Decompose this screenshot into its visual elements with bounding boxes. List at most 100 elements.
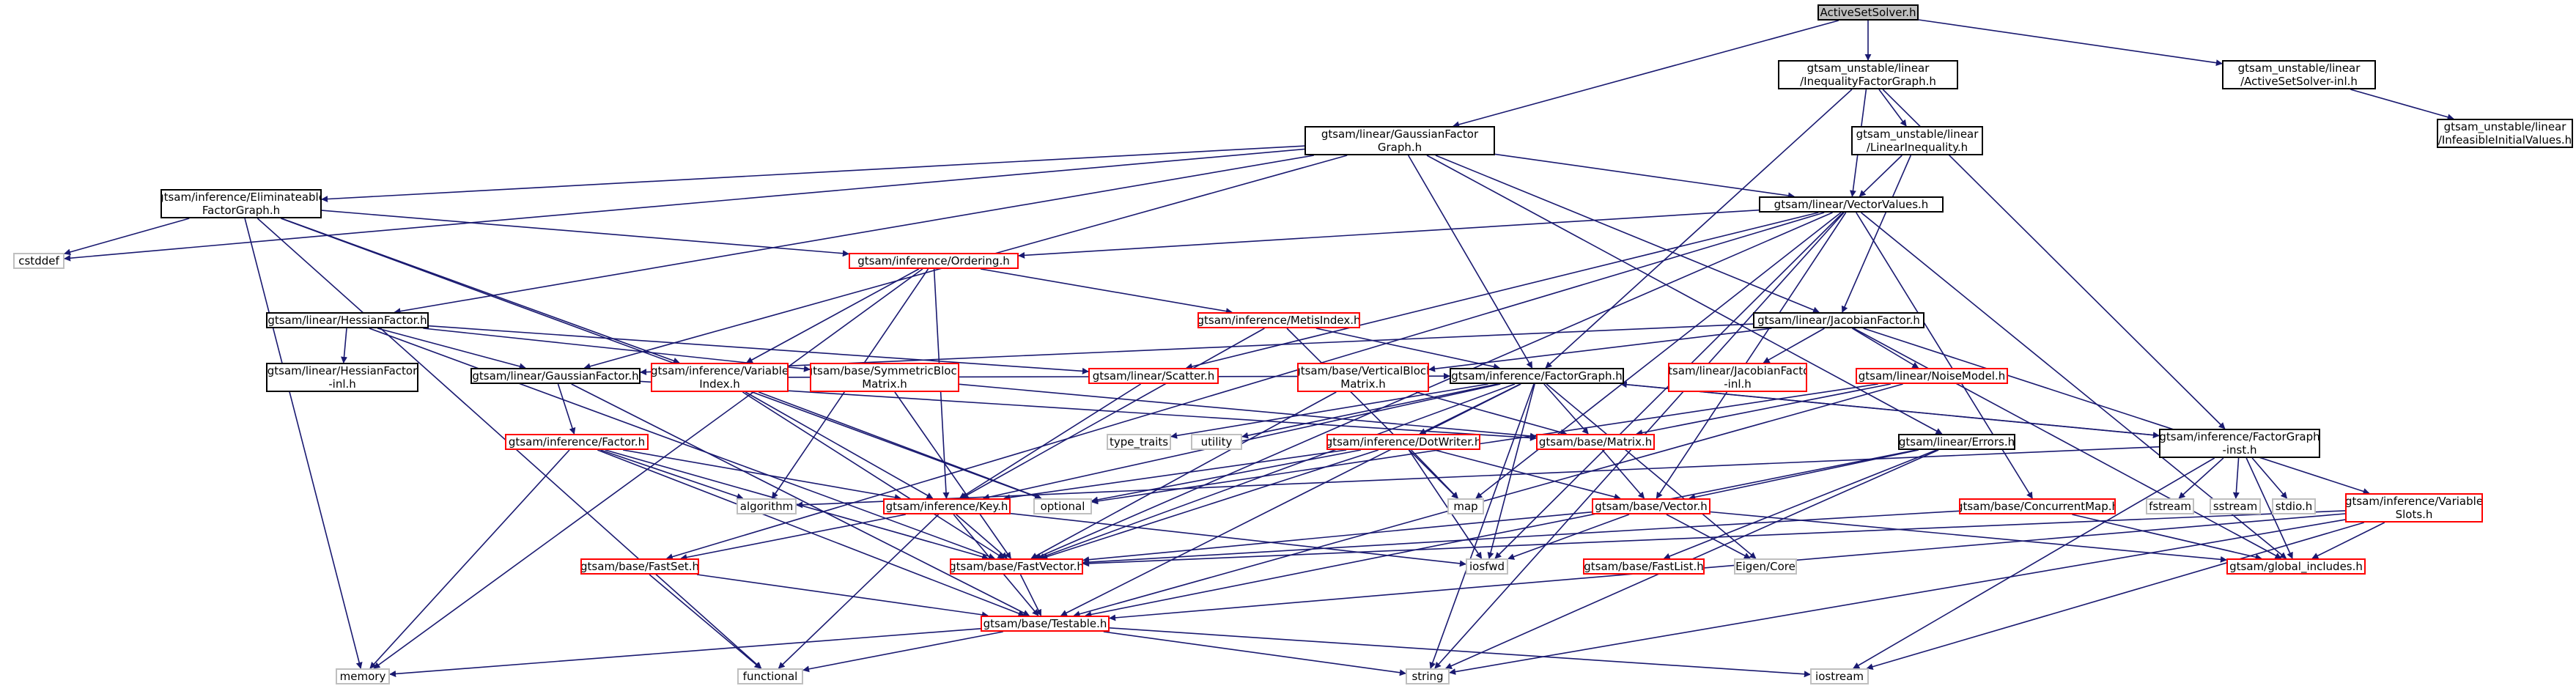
edge-factor_graph_inst-to-stdio <box>2251 457 2288 499</box>
edge-factor-to-key <box>622 449 901 501</box>
node-label: gtsam/inference/FactorGraph -inst.h <box>2159 430 2320 457</box>
node-label: string <box>1411 670 1444 683</box>
edge-factor_graph-to-string <box>1429 383 1535 669</box>
edge-factor_graph-to-matrix <box>1543 383 1589 435</box>
node-metis-index[interactable]: gtsam/inference/MetisIndex.h <box>1197 312 1360 328</box>
edge-linear_inequality-to-vector_values <box>1859 155 1903 197</box>
node-vector-values[interactable]: gtsam/linear/VectorValues.h <box>1759 196 1944 213</box>
node-label: gtsam/global_includes.h <box>2229 560 2363 573</box>
node-label: algorithm <box>739 500 794 513</box>
node-testable[interactable]: gtsam/base/Testable.h <box>981 616 1110 632</box>
edge-active_set_solver_inl-to-infeasible_initial <box>2350 89 2454 121</box>
node-noise-model[interactable]: gtsam/linear/NoiseModel.h <box>1856 368 2008 384</box>
node-hessian-factor-inl[interactable]: gtsam/linear/HessianFactor -inl.h <box>266 363 418 392</box>
edge-jacobian_factor-to-global_includes <box>1853 328 2282 559</box>
edge-testable-to-string <box>1103 631 1406 676</box>
node-errors[interactable]: gtsam/linear/Errors.h <box>1898 434 2015 450</box>
node-active-set-solver-inl[interactable]: gtsam_unstable/linear /ActiveSetSolver-i… <box>2222 60 2376 89</box>
node-vector[interactable]: gtsam/base/Vector.h <box>1592 498 1710 514</box>
edge-testable-to-functional <box>802 631 1003 673</box>
node-sstream: sstream <box>2210 498 2261 514</box>
node-factor[interactable]: gtsam/inference/Factor.h <box>505 434 649 450</box>
edge-fast_set-to-functional <box>649 574 761 669</box>
node-fast-set[interactable]: gtsam/base/FastSet.h <box>580 558 699 575</box>
edge-eliminateable_fg-to-ordering <box>321 210 849 257</box>
edge-factor_graph-to-testable <box>1060 383 1521 616</box>
edge-vector_values-to-fast_set <box>665 212 1825 560</box>
node-jacobian-factor-inl[interactable]: gtsam/linear/JacobianFactor -inl.h <box>1668 363 1807 392</box>
node-label: map <box>1453 500 1478 513</box>
node-map: map <box>1447 498 1484 514</box>
node-inequality-factor-graph[interactable]: gtsam_unstable/linear /InequalityFactorG… <box>1778 60 1958 89</box>
node-linear-inequality[interactable]: gtsam_unstable/linear /LinearInequality.… <box>1851 126 1983 155</box>
node-label: gtsam/inference/FactorGraph.h <box>1451 369 1623 383</box>
edge-noise_model-to-matrix <box>1636 383 1892 436</box>
node-label: iostream <box>1815 670 1864 683</box>
edge-gaussian_factor_graph-to-jacobian_factor <box>1435 155 1820 314</box>
node-infeasible-initial-values[interactable]: gtsam_unstable/linear /InfeasibleInitial… <box>2437 119 2573 148</box>
edge-factor_graph-to-utility <box>1241 383 1498 439</box>
node-variable-slots[interactable]: gtsam/inference/Variable Slots.h <box>2345 493 2483 523</box>
edge-gaussian_factor_graph-to-hessian_factor <box>394 155 1314 315</box>
edge-vector_values-to-map <box>1475 212 1842 499</box>
edge-scatter-to-key <box>959 383 1142 499</box>
edge-dot_writer-to-map <box>1411 449 1459 499</box>
edge-vector_values-to-scatter <box>1185 212 1819 370</box>
node-vertical-block-matrix[interactable]: gtsam/base/VerticalBlock Matrix.h <box>1297 363 1429 392</box>
edge-factor_graph-to-iosfwd <box>1487 383 1535 559</box>
node-label: gtsam/inference/Eliminateable FactorGrap… <box>160 191 322 217</box>
edge-hessian_factor-to-hessian_factor_inl <box>341 328 348 363</box>
node-variable-index[interactable]: gtsam/inference/Variable Index.h <box>651 363 789 392</box>
edge-gaussian_factor_graph-to-eliminateable_fg <box>321 145 1305 203</box>
edge-symmetric_block-to-fast_vector <box>894 391 1011 559</box>
node-global-includes[interactable]: gtsam/global_includes.h <box>2226 558 2366 575</box>
node-eliminateable-factor-graph[interactable]: gtsam/inference/Eliminateable FactorGrap… <box>160 189 322 218</box>
edge-jacobian_factor-to-variable_slots <box>1863 328 2370 495</box>
node-gaussian-factor[interactable]: gtsam/linear/GaussianFactor.h <box>470 368 641 384</box>
node-concurrent-map[interactable]: gtsam/base/ConcurrentMap.h <box>1959 498 2116 514</box>
node-label: Eigen/Core <box>1735 560 1796 573</box>
node-label: gtsam_unstable/linear /InequalityFactorG… <box>1800 62 1936 88</box>
edge-variable_slots-to-string <box>1449 519 2346 675</box>
edge-hessian_factor-to-gaussian_factor <box>377 328 526 370</box>
node-gaussian-factor-graph[interactable]: gtsam/linear/GaussianFactor Graph.h <box>1304 126 1495 155</box>
node-hessian-factor[interactable]: gtsam/linear/HessianFactor.h <box>266 312 429 328</box>
node-fast-vector[interactable]: gtsam/base/FastVector.h <box>950 558 1083 575</box>
node-label: gtsam/base/Vector.h <box>1595 500 1708 513</box>
node-ordering[interactable]: gtsam/inference/Ordering.h <box>849 253 1019 269</box>
node-scatter[interactable]: gtsam/linear/Scatter.h <box>1088 368 1219 384</box>
edge-noise_model-to-testable <box>1073 383 1903 618</box>
edge-eliminateable_fg-to-memory <box>244 218 363 669</box>
node-label: gtsam/linear/JacobianFactor -inl.h <box>1668 364 1807 391</box>
edge-jacobian_factor-to-jacobian_factor_inl <box>1763 328 1825 363</box>
edge-dot_writer-to-optional <box>1091 449 1362 503</box>
edge-variable_slots-to-global_includes <box>2311 522 2385 559</box>
node-factor-graph[interactable]: gtsam/inference/FactorGraph.h <box>1450 368 1624 384</box>
node-iosfwd: iosfwd <box>1466 558 1508 575</box>
node-factor-graph-inst[interactable]: gtsam/inference/FactorGraph -inst.h <box>2159 429 2320 458</box>
node-label: gtsam/inference/Variable Index.h <box>651 364 789 391</box>
edge-inequality_factor_graph-to-linear_inequality <box>1878 89 1907 127</box>
node-algorithm: algorithm <box>737 498 797 514</box>
node-key[interactable]: gtsam/inference/Key.h <box>883 498 1011 514</box>
edge-key-to-iosfwd <box>1010 512 1466 567</box>
node-symmetric-block-matrix[interactable]: gtsam/base/SymmetricBlock Matrix.h <box>810 363 959 392</box>
node-active-set-solver[interactable]: ActiveSetSolver.h <box>1817 4 1919 21</box>
edge-testable-to-memory <box>389 628 981 677</box>
edge-vertical_block-to-matrix <box>1415 391 1568 436</box>
edge-variable_slots-to-testable <box>1109 513 2346 621</box>
edge-gaussian_factor_graph-to-cstddef <box>64 148 1305 262</box>
node-fast-list[interactable]: gtsam/base/FastList.h <box>1583 558 1705 575</box>
edge-jacobian_factor-to-noise_model <box>1851 328 1919 369</box>
edge-vector_values-to-fast_vector <box>1034 212 1833 559</box>
node-jacobian-factor[interactable]: gtsam/linear/JacobianFactor.h <box>1753 312 1924 328</box>
edge-dot_writer-to-key <box>1003 449 1347 501</box>
node-dot-writer[interactable]: gtsam/inference/DotWriter.h <box>1326 434 1480 450</box>
node-label: gtsam/linear/GaussianFactor.h <box>472 369 639 383</box>
edge-gaussian_factor-to-matrix <box>640 380 1537 441</box>
node-label: ActiveSetSolver.h <box>1820 6 1916 19</box>
edge-errors-to-testable <box>1085 449 1916 618</box>
node-matrix[interactable]: gtsam/base/Matrix.h <box>1536 434 1655 450</box>
edge-errors-to-fast_list <box>1663 449 1937 560</box>
